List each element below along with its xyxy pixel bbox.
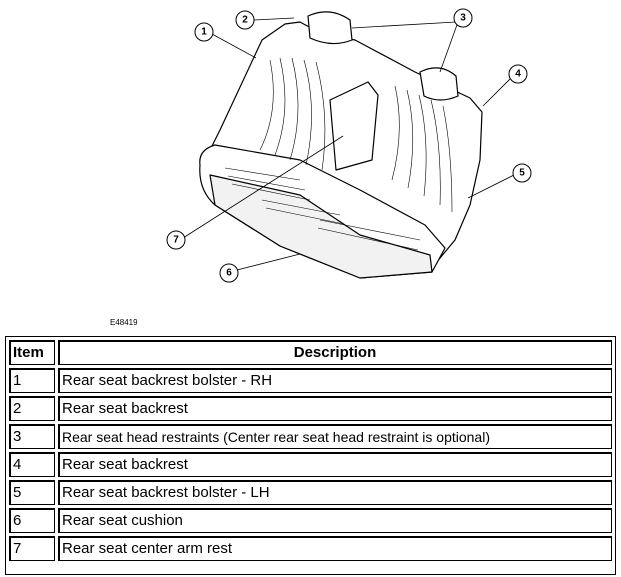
item-description: Rear seat cushion <box>58 508 612 533</box>
callout-3-circle <box>453 8 473 28</box>
description-header: Description <box>58 340 612 365</box>
callout-4: 4 <box>515 69 521 80</box>
item-number: 3 <box>9 424 55 449</box>
item-description: Rear seat head restraints (Center rear s… <box>58 424 612 449</box>
item-number: 4 <box>9 452 55 477</box>
callout-3: 3 <box>460 13 466 24</box>
table-row: 7 Rear seat center arm rest <box>9 536 612 561</box>
callout-1: 1 <box>201 27 207 38</box>
callout-1-circle <box>194 22 214 42</box>
callout-2-circle <box>235 10 255 30</box>
callout-4-circle <box>508 64 528 84</box>
table-row: 3 Rear seat head restraints (Center rear… <box>9 424 612 449</box>
callout-5: 5 <box>519 168 525 179</box>
legend-table: Item Description 1 Rear seat backrest bo… <box>5 336 616 575</box>
rear-seat-drawing: 1 2 3 4 5 6 7 <box>166 8 532 283</box>
callout-7-circle <box>166 230 186 250</box>
table-row: 5 Rear seat backrest bolster - LH <box>9 480 612 505</box>
item-description: Rear seat backrest bolster - LH <box>58 480 612 505</box>
callout-6: 6 <box>226 268 232 279</box>
item-header: Item <box>9 340 55 365</box>
table-row: 6 Rear seat cushion <box>9 508 612 533</box>
item-description: Rear seat backrest bolster - RH <box>58 368 612 393</box>
table-row: 2 Rear seat backrest <box>9 396 612 421</box>
seat-illustration: 1 2 3 4 5 6 7 <box>166 8 532 283</box>
callout-7: 7 <box>173 235 179 246</box>
item-number: 7 <box>9 536 55 561</box>
legend-header-row: Item Description <box>9 340 612 365</box>
item-number: 2 <box>9 396 55 421</box>
item-description: Rear seat center arm rest <box>58 536 612 561</box>
item-description: Rear seat backrest <box>58 396 612 421</box>
item-number: 1 <box>9 368 55 393</box>
head-restraint-center-drawing <box>307 11 353 45</box>
callout-5-circle <box>512 163 532 183</box>
figure-id-label: E48419 <box>110 318 138 327</box>
item-number: 5 <box>9 480 55 505</box>
item-number: 6 <box>9 508 55 533</box>
head-restraint-side-drawing <box>419 67 459 101</box>
armrest-outline <box>329 81 379 171</box>
callout-2: 2 <box>242 15 248 26</box>
callout-6-circle <box>219 263 239 283</box>
table-row: 4 Rear seat backrest <box>9 452 612 477</box>
table-row: 1 Rear seat backrest bolster - RH <box>9 368 612 393</box>
item-description: Rear seat backrest <box>58 452 612 477</box>
